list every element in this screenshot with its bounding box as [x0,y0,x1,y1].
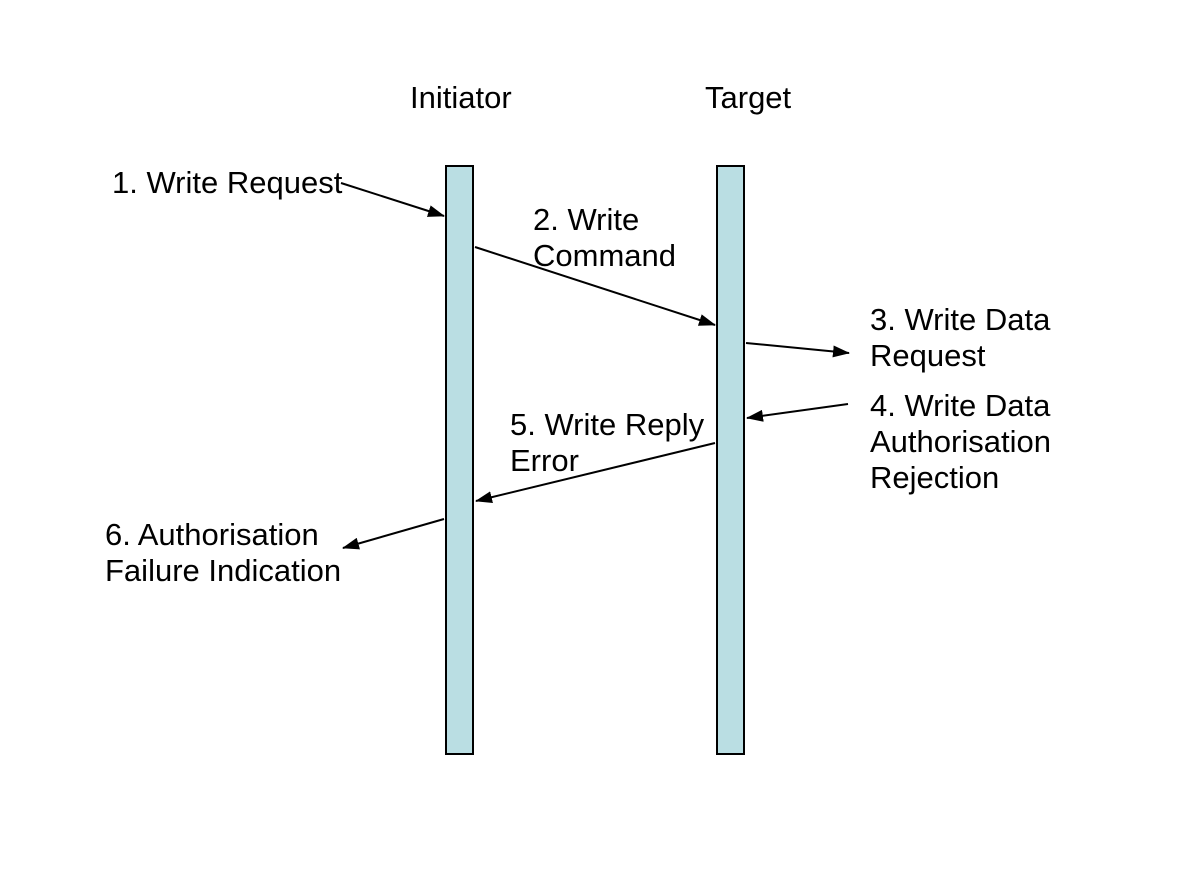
message-5-label: 5. Write Reply Error [510,407,705,478]
lifeline-label-target: Target [705,80,792,115]
message-6-label: 6. Authorisation Failure Indication [105,517,342,588]
lifeline-label-initiator: Initiator [410,80,512,115]
message-4-arrow [746,403,849,422]
message-1-label: 1. Write Request [112,165,343,200]
message-5-arrow [475,442,716,504]
lifeline-bar-initiator [445,165,474,755]
message-2-label: 2. Write Command [533,202,676,273]
message-1-arrow [340,182,445,217]
message-4-label: 4. Write Data Authorisation Rejection [870,388,1051,495]
message-3-arrow [745,342,850,358]
message-2-arrow [474,246,716,326]
lifeline-bar-target [716,165,745,755]
message-3-label: 3. Write Data Request [870,302,1051,373]
message-6-arrow [342,518,445,550]
